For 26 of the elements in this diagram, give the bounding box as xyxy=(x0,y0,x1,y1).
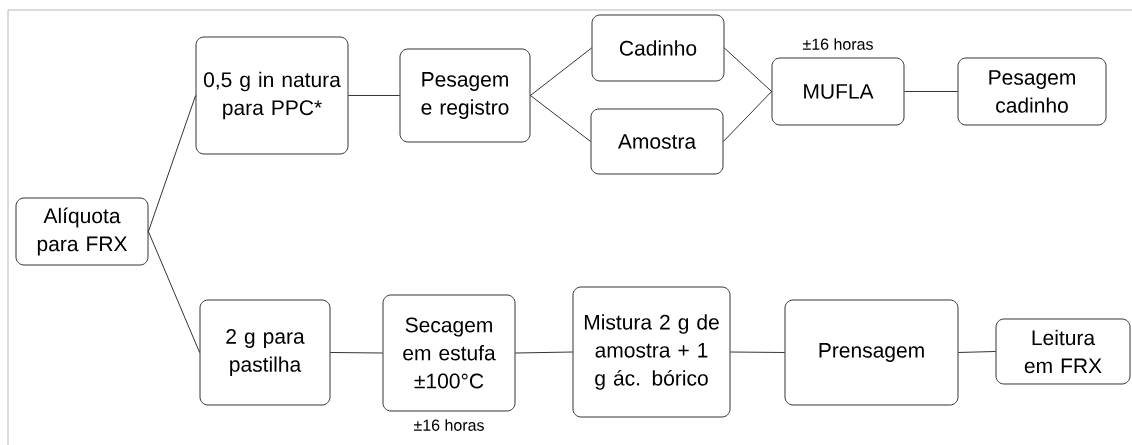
connector-line xyxy=(330,352,383,354)
connector-line xyxy=(530,95,591,142)
process-box: Pesagem cadinho xyxy=(957,57,1107,126)
connector-line xyxy=(148,95,196,232)
connector-line xyxy=(723,91,772,142)
connector-line xyxy=(724,47,772,92)
connector-line xyxy=(148,231,200,353)
connector-line xyxy=(904,91,958,92)
process-box: Mistura 2 g de amostra + 1 g ác. bórico xyxy=(572,286,731,418)
connector-line xyxy=(530,47,592,96)
process-box: Pesagem e registro xyxy=(399,48,531,143)
process-box: Amostra xyxy=(590,108,724,175)
connector-line xyxy=(730,351,785,353)
connector-line xyxy=(515,351,573,354)
process-box: Cadinho xyxy=(591,14,725,82)
process-box: Alíquota para FRX xyxy=(15,197,149,266)
duration-label: ±16 horas xyxy=(414,419,484,431)
process-box: 2 g para pastilha xyxy=(199,299,331,406)
process-box: 0,5 g in natura para PPC* xyxy=(195,36,349,155)
duration-label: ±16 horas xyxy=(803,38,873,50)
connector-line xyxy=(348,95,400,96)
process-box: Secagem em estufa ±100°C xyxy=(382,294,516,412)
process-box: Leitura em FRX xyxy=(995,318,1131,385)
process-box: MUFLA xyxy=(771,57,905,126)
process-box: Prensagem xyxy=(784,299,959,406)
connector-line xyxy=(958,351,996,353)
